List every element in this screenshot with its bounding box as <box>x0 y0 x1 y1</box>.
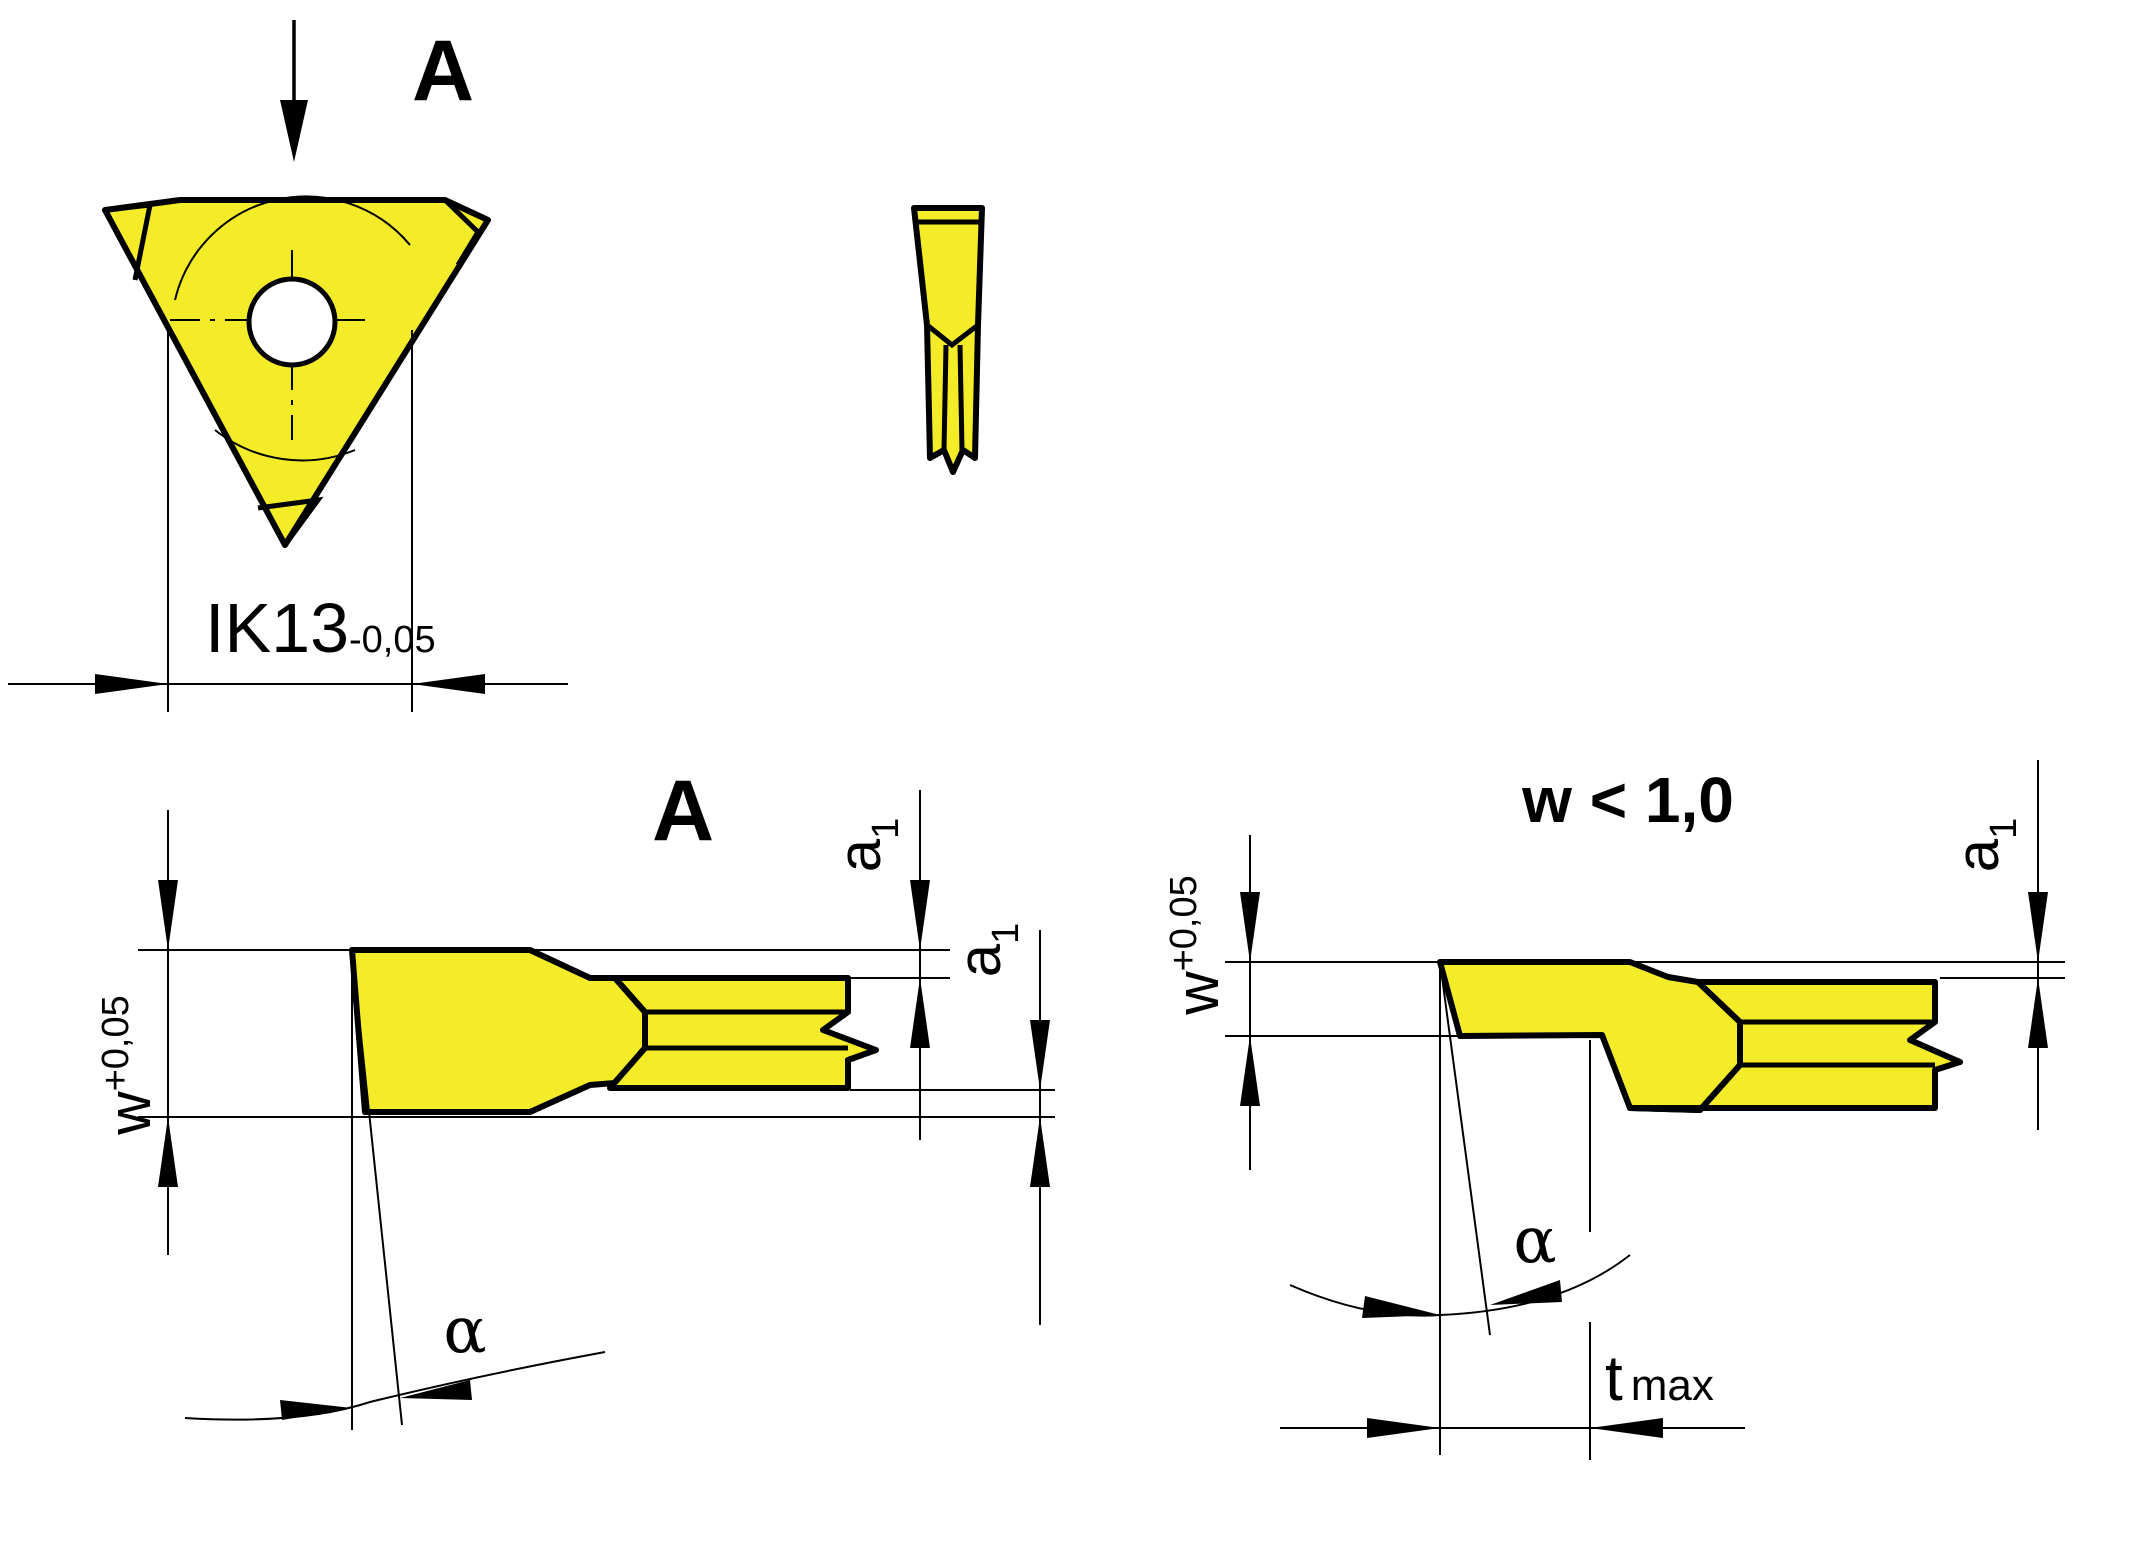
tmax-arrow-left <box>1367 1418 1440 1438</box>
view-arrow-head <box>280 100 308 162</box>
dim-w-small: w+0,05 <box>1163 875 1231 1016</box>
side-groove-left <box>941 344 949 451</box>
inscribed-arc-top <box>174 195 411 301</box>
tmax-arrow-right <box>1590 1418 1663 1438</box>
a1-upper-arrow-bottom <box>910 978 930 1048</box>
dim-ik13: IK13-0,05 <box>205 589 436 667</box>
inscribed-arc-bottom <box>214 429 356 462</box>
corner-bottom <box>257 496 324 547</box>
small-w-arrow-bottom <box>1240 1036 1260 1106</box>
a1-lower-arrow-bottom <box>1030 1117 1050 1187</box>
dim-a1-lower: a1 <box>946 923 1027 978</box>
small-alpha-ref-inclined <box>1439 961 1491 1336</box>
a1-upper-arrow-top <box>910 880 930 950</box>
small-a1-arrow-bottom <box>2028 978 2048 1048</box>
top-view: A IK13-0,05 <box>8 20 985 712</box>
w-arrow-bottom <box>158 1117 178 1187</box>
dim-a1-small: a1 <box>1944 818 2025 873</box>
alpha-arc <box>184 1351 606 1421</box>
alpha-label-a: α <box>443 1294 486 1368</box>
small-alpha-arrow-right <box>1490 1280 1562 1305</box>
small-w-arrow-top <box>1240 892 1260 962</box>
side-chamfer <box>925 323 980 349</box>
small-alpha-arc <box>1289 1254 1631 1317</box>
small-a1-arrow-top <box>2028 892 2048 962</box>
dim-w-a: w+0,05 <box>95 995 163 1136</box>
side-groove-right <box>957 344 965 451</box>
section-a-shank <box>607 975 879 1091</box>
triangular-insert <box>102 197 491 548</box>
section-small-shank <box>1627 979 1963 1113</box>
dim-arrow-left <box>95 674 168 694</box>
alpha-ref-inclined <box>351 949 403 1426</box>
section-small-title: w < 1,0 <box>1521 764 1734 836</box>
alpha-arrow-left <box>280 1400 352 1420</box>
w-arrow-top <box>158 880 178 950</box>
small-alpha-arrow-left <box>1362 1296 1440 1318</box>
dim-a1-upper: a1 <box>826 818 907 873</box>
a1-lower-arrow-top <box>1030 1020 1050 1090</box>
section-a-head <box>349 947 648 1115</box>
mounting-hole <box>246 276 338 368</box>
alpha-arrow-right <box>400 1380 472 1400</box>
corner-right <box>443 198 482 267</box>
dim-arrow-right <box>412 674 485 694</box>
alpha-label-small: α <box>1513 1204 1556 1278</box>
corner-left <box>104 202 154 281</box>
section-marker-a: A <box>412 23 474 119</box>
side-view <box>911 205 985 475</box>
section-a: A w+0,05 a1 a1 α <box>95 763 1055 1430</box>
section-a-title: A <box>652 763 714 859</box>
